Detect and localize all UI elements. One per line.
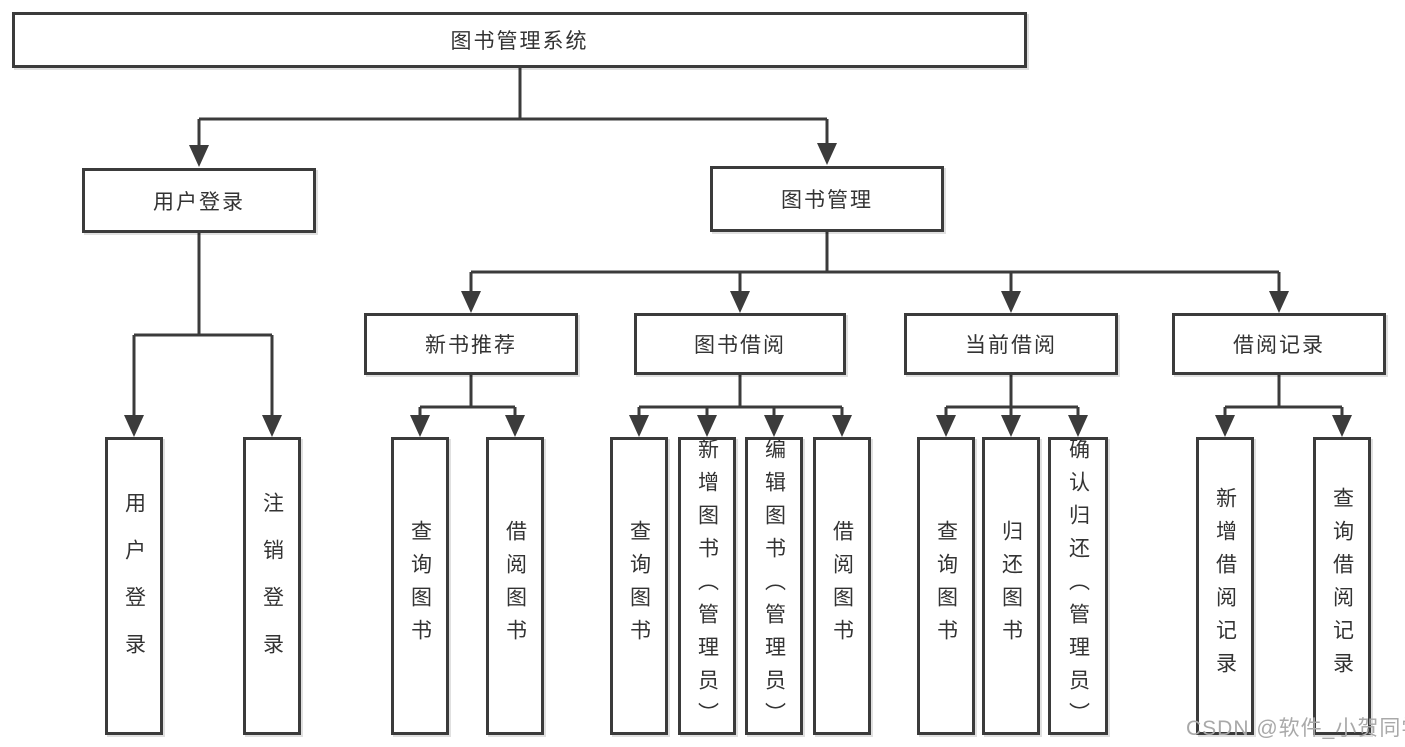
arrowhead-icon <box>1001 291 1021 313</box>
arrowhead-icon <box>124 415 144 437</box>
node-borrow-record: 借阅记录 <box>1172 313 1386 375</box>
arrowhead-icon <box>832 415 852 437</box>
connector-new-book-to-leaves <box>418 375 517 417</box>
arrowhead-icon <box>1215 415 1235 437</box>
node-label: 当前借阅 <box>965 334 1057 357</box>
leaf-label: 查询借阅记录 <box>1330 487 1354 685</box>
leaf-label: 借阅图书 <box>830 520 854 652</box>
leaf-query-book-2: 查询图书 <box>610 437 668 735</box>
connector-paths <box>132 68 1344 417</box>
arrowhead-icon <box>1332 415 1352 437</box>
leaf-label: 新增图书（管理员） <box>695 437 719 735</box>
leaf-user-login: 用户登录 <box>105 437 163 735</box>
arrowhead-icon <box>936 415 956 437</box>
leaf-label: 注销登录 <box>260 492 284 680</box>
arrowhead-icon <box>189 145 209 167</box>
arrowhead-icon <box>817 143 837 165</box>
node-label: 图书管理系统 <box>450 30 589 53</box>
leaf-label: 归还图书 <box>999 520 1023 652</box>
watermark: CSDN @软件_小贺同学 <box>1186 717 1405 740</box>
leaf-label: 查询图书 <box>408 520 432 652</box>
connector-book-borrow-to-leaves <box>637 375 844 417</box>
leaf-label: 查询图书 <box>627 520 651 652</box>
leaf-add-borrow-record: 新增借阅记录 <box>1196 437 1254 735</box>
node-label: 图书管理 <box>781 189 873 212</box>
node-book-management: 图书管理 <box>710 166 944 232</box>
node-label: 借阅记录 <box>1233 334 1325 357</box>
node-user-login: 用户登录 <box>82 168 316 233</box>
node-label: 新书推荐 <box>425 334 517 357</box>
leaf-return-book: 归还图书 <box>982 437 1040 735</box>
arrowhead-icon <box>461 291 481 313</box>
arrowhead-icon <box>1068 415 1088 437</box>
node-book-borrow: 图书借阅 <box>634 313 846 375</box>
leaf-label: 用户登录 <box>122 492 146 680</box>
connector-book-management-to-level3 <box>469 232 1281 293</box>
leaf-label: 查询图书 <box>934 520 958 652</box>
arrowhead-icon <box>505 415 525 437</box>
node-library-management-system: 图书管理系统 <box>12 12 1027 68</box>
leaf-edit-book-admin: 编辑图书（管理员） <box>745 437 803 735</box>
arrowhead-icon <box>730 291 750 313</box>
arrowheads <box>124 143 1352 437</box>
leaf-label: 确认归还（管理员） <box>1066 437 1090 735</box>
leaf-logout: 注销登录 <box>243 437 301 735</box>
arrowhead-icon <box>1269 291 1289 313</box>
leaf-borrow-book-2: 借阅图书 <box>813 437 871 735</box>
arrowhead-icon <box>764 415 784 437</box>
connector-current-borrow-to-leaves <box>944 375 1080 417</box>
arrowhead-icon <box>697 415 717 437</box>
leaf-label: 编辑图书（管理员） <box>762 437 786 735</box>
leaf-label: 借阅图书 <box>503 520 527 652</box>
arrowhead-icon <box>262 415 282 437</box>
leaf-add-book-admin: 新增图书（管理员） <box>678 437 736 735</box>
leaf-label: 新增借阅记录 <box>1213 487 1237 685</box>
arrowhead-icon <box>1001 415 1021 437</box>
connector-user-login-to-leaves <box>132 233 274 417</box>
leaf-query-book-3: 查询图书 <box>917 437 975 735</box>
node-label: 图书借阅 <box>694 334 786 357</box>
node-new-book-recommend: 新书推荐 <box>364 313 578 375</box>
leaf-query-book-1: 查询图书 <box>391 437 449 735</box>
connector-borrow-record-to-leaves <box>1223 375 1344 417</box>
leaf-confirm-return-admin: 确认归还（管理员） <box>1048 437 1108 735</box>
arrowhead-icon <box>410 415 430 437</box>
connector-root-to-level2 <box>197 68 829 147</box>
node-current-borrow: 当前借阅 <box>904 313 1118 375</box>
leaf-query-borrow-record: 查询借阅记录 <box>1313 437 1371 735</box>
leaf-borrow-book-1: 借阅图书 <box>486 437 544 735</box>
node-label: 用户登录 <box>153 190 245 214</box>
arrowhead-icon <box>629 415 649 437</box>
